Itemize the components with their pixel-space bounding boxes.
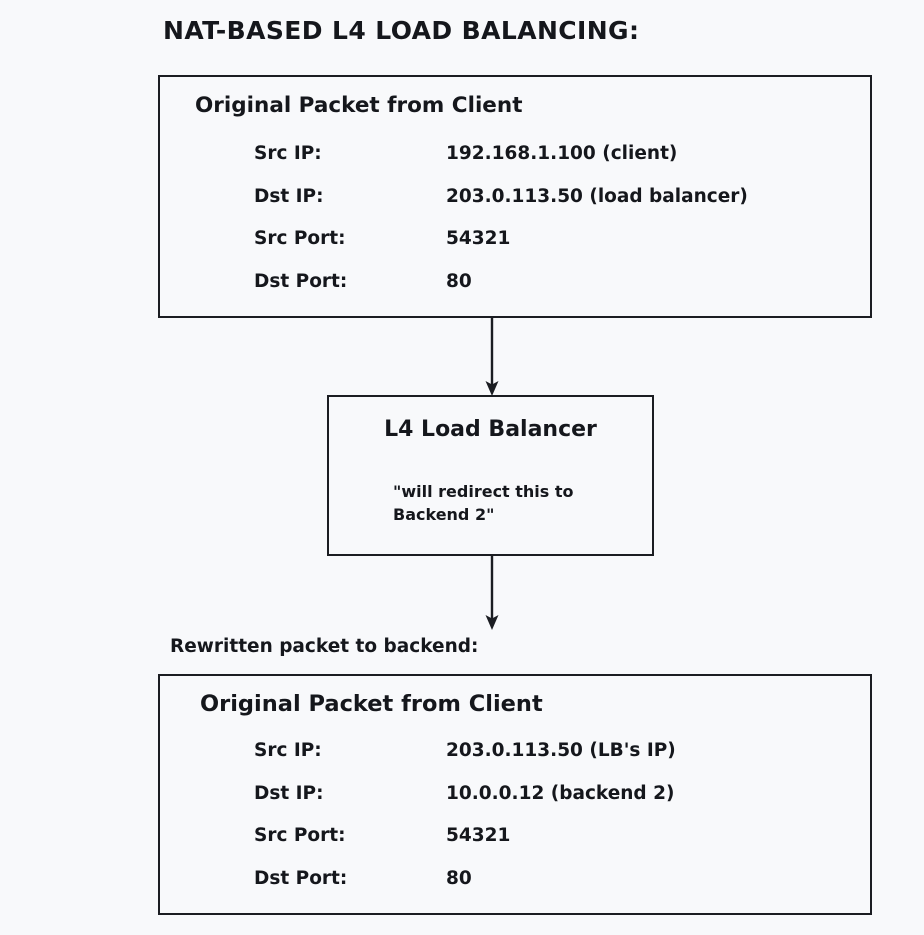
load-balancer-note: "will redirect this to Backend 2": [393, 482, 574, 525]
field-value-dst-ip: 10.0.0.12 (backend 2): [446, 782, 675, 804]
packet-field-row: Dst IP: 203.0.113.50 (load balancer): [160, 186, 870, 229]
packet-field-row: Src IP: 203.0.113.50 (LB's IP): [160, 740, 870, 783]
rewritten-packet-heading: Original Packet from Client: [200, 691, 543, 717]
field-label-src-port: Src Port:: [254, 825, 346, 846]
rewritten-packet-fields: Src IP: 203.0.113.50 (LB's IP) Dst IP: 1…: [160, 740, 870, 910]
field-value-src-port: 54321: [446, 825, 511, 846]
field-value-dst-ip: 203.0.113.50 (load balancer): [446, 185, 748, 207]
original-packet-fields: Src IP: 192.168.1.100 (client) Dst IP: 2…: [160, 143, 870, 313]
rewritten-packet-box: Original Packet from Client Src IP: 203.…: [158, 674, 872, 915]
arrow-lb-to-rewritten-icon: [485, 554, 499, 630]
packet-field-row: Dst Port: 80: [160, 271, 870, 314]
field-value-dst-port: 80: [446, 867, 472, 889]
field-label-src-port: Src Port:: [254, 228, 346, 249]
rewritten-packet-caption: Rewritten packet to backend:: [170, 636, 479, 657]
load-balancer-box: L4 Load Balancer "will redirect this to …: [327, 395, 654, 556]
packet-field-row: Src IP: 192.168.1.100 (client): [160, 143, 870, 186]
field-label-dst-ip: Dst IP:: [254, 185, 324, 207]
field-value-src-ip: 192.168.1.100 (client): [446, 143, 678, 164]
field-value-src-port: 54321: [446, 228, 511, 249]
packet-field-row: Dst IP: 10.0.0.12 (backend 2): [160, 783, 870, 826]
field-value-dst-port: 80: [446, 270, 472, 292]
original-packet-heading: Original Packet from Client: [195, 93, 523, 118]
packet-field-row: Dst Port: 80: [160, 868, 870, 911]
field-label-src-ip: Src IP:: [254, 740, 322, 761]
field-label-dst-port: Dst Port:: [254, 270, 348, 292]
arrow-original-to-lb-icon: [485, 316, 499, 396]
packet-field-row: Src Port: 54321: [160, 825, 870, 868]
field-value-src-ip: 203.0.113.50 (LB's IP): [446, 740, 676, 761]
original-packet-box: Original Packet from Client Src IP: 192.…: [158, 75, 872, 318]
field-label-src-ip: Src IP:: [254, 143, 322, 164]
load-balancer-title: L4 Load Balancer: [384, 417, 597, 442]
packet-field-row: Src Port: 54321: [160, 228, 870, 271]
page-title: NAT-BASED L4 LOAD BALANCING:: [163, 16, 640, 45]
field-label-dst-ip: Dst IP:: [254, 782, 324, 804]
field-label-dst-port: Dst Port:: [254, 867, 348, 889]
